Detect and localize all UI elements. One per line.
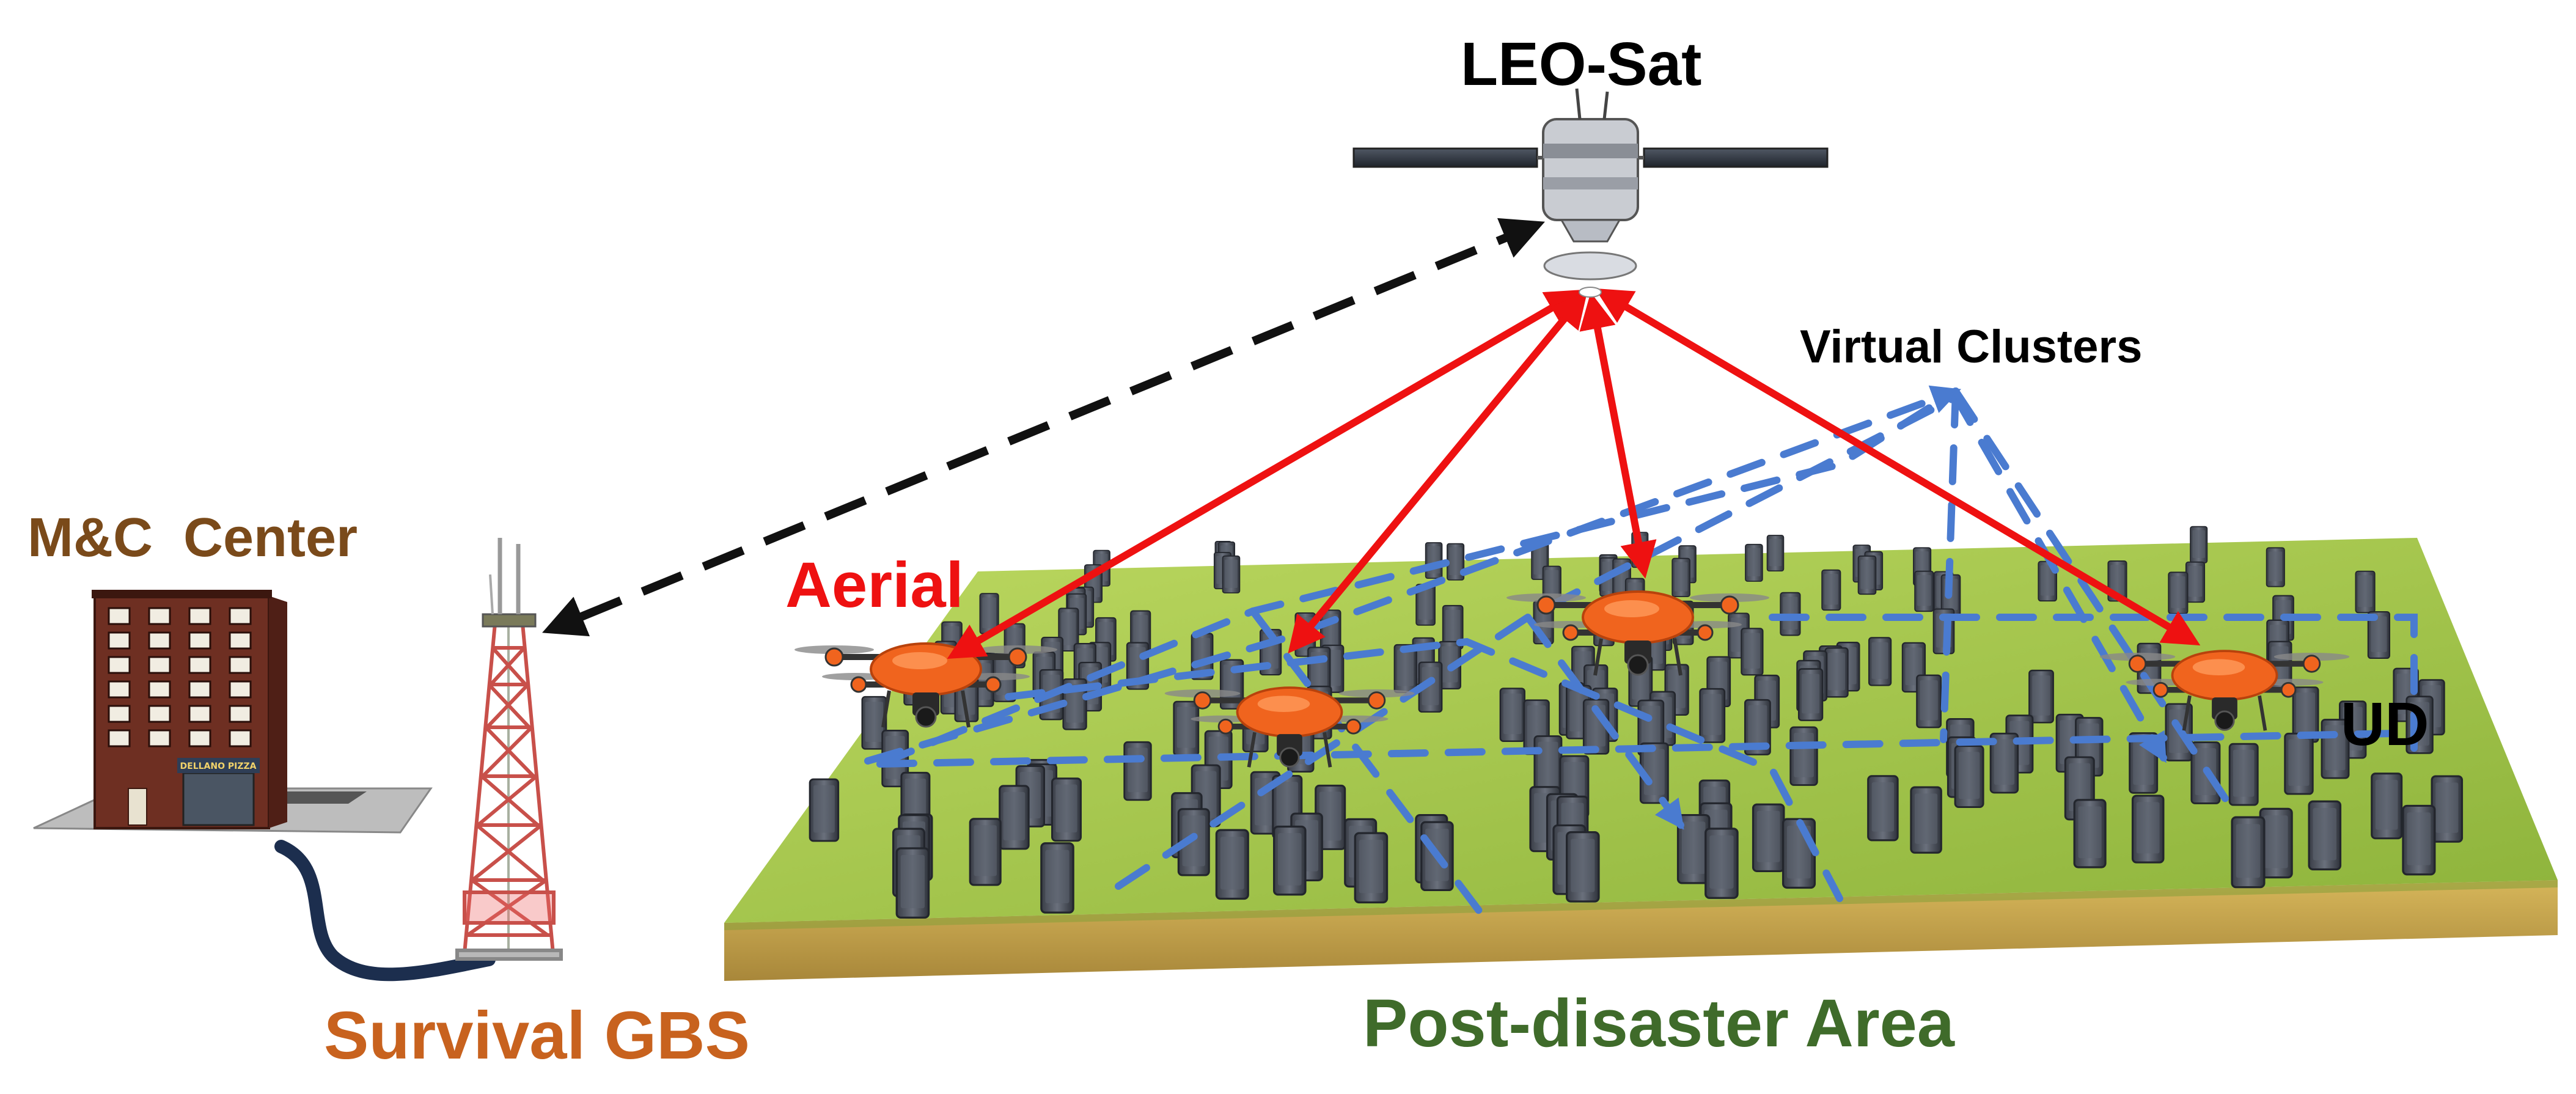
phone-icon	[2168, 571, 2189, 614]
mc-center-label: M&C Center	[28, 507, 358, 568]
phone-icon	[1789, 726, 1818, 786]
window	[108, 656, 131, 674]
phone-icon	[1533, 735, 1563, 796]
window	[229, 656, 252, 674]
phone-icon	[2266, 547, 2285, 587]
window	[148, 607, 171, 625]
phone-icon	[969, 818, 1002, 886]
satellite-label: LEO-Sat	[1461, 30, 1702, 98]
phone-icon	[1824, 647, 1849, 698]
window	[148, 656, 171, 674]
window	[108, 680, 131, 699]
phone-icon	[1354, 832, 1389, 904]
area-label: Post-disaster Area	[1363, 986, 1954, 1061]
window	[108, 607, 131, 625]
phone-icon	[1173, 700, 1200, 756]
phone-icon	[1499, 688, 1525, 743]
phone-icon	[2231, 816, 2266, 889]
phone-icon	[1215, 829, 1249, 900]
phone-icon	[1741, 628, 1764, 676]
phone-icon	[1671, 557, 1690, 598]
cable-icon	[274, 840, 496, 982]
window	[188, 680, 211, 699]
phone-icon	[1914, 570, 1934, 612]
phone-icon	[1916, 674, 1942, 729]
window	[148, 680, 171, 699]
building-windows	[108, 607, 252, 747]
phone-icon	[1222, 555, 1241, 593]
building-sign: DELLANO PIZZA	[180, 762, 257, 771]
satellite-drone-links	[947, 288, 2201, 659]
window	[229, 631, 252, 650]
phone-icon	[809, 778, 840, 842]
phone-icon	[1910, 786, 1942, 854]
phone-icon	[1821, 569, 1841, 611]
phone-icon	[1040, 842, 1074, 914]
phone-icon	[895, 847, 930, 919]
building-icon: DELLANO PIZZA	[33, 590, 433, 834]
phone-icon	[2185, 561, 2206, 603]
phone-icon	[1273, 825, 1307, 896]
gbs-label: Survival GBS	[324, 998, 750, 1073]
phone-icon	[1868, 637, 1892, 686]
window	[188, 631, 211, 650]
phone-icon	[1425, 542, 1443, 579]
window	[148, 729, 171, 747]
window	[188, 656, 211, 674]
phone-icon	[2190, 526, 2208, 564]
window	[229, 680, 252, 699]
phone-icon	[2028, 669, 2054, 724]
satellite-icon	[1352, 88, 1829, 298]
phone-icon	[1797, 668, 1824, 721]
phone-icon	[1867, 775, 1899, 842]
ud-label: UD	[2341, 690, 2429, 758]
phone-icon	[1857, 555, 1877, 595]
phone-icon	[2284, 732, 2314, 795]
phone-icon	[1123, 741, 1152, 801]
phone-icon	[2431, 775, 2464, 843]
phone-icon	[1745, 543, 1763, 582]
window	[148, 705, 171, 723]
phone-icon	[1766, 535, 1785, 572]
window	[108, 631, 131, 650]
window	[188, 607, 211, 625]
phone-icon	[1051, 777, 1082, 842]
phone-icon	[2371, 773, 2403, 840]
phone-icon	[1954, 745, 1984, 808]
phone-icon	[1699, 688, 1726, 743]
phone-icon	[2402, 804, 2436, 876]
window	[188, 729, 211, 747]
aerial-label: Aerial	[785, 549, 964, 621]
phone-icon	[1752, 803, 1785, 872]
window	[188, 705, 211, 723]
window	[148, 631, 171, 650]
phone-icon	[999, 785, 1030, 850]
window	[229, 705, 252, 723]
phone-icon	[1566, 831, 1600, 903]
phone-icon	[2355, 570, 2376, 614]
window	[108, 729, 131, 747]
phone-icon	[2131, 795, 2165, 864]
phone-icon	[2228, 743, 2259, 806]
phone-icon	[1782, 818, 1816, 889]
phone-icon	[2308, 800, 2342, 871]
tower-icon	[455, 538, 563, 961]
window	[108, 705, 131, 723]
phone-icon	[1704, 828, 1739, 899]
window	[229, 607, 252, 625]
virtual-clusters-label: Virtual Clusters	[1800, 321, 2143, 373]
phone-icon	[2073, 799, 2107, 868]
window	[229, 729, 252, 747]
